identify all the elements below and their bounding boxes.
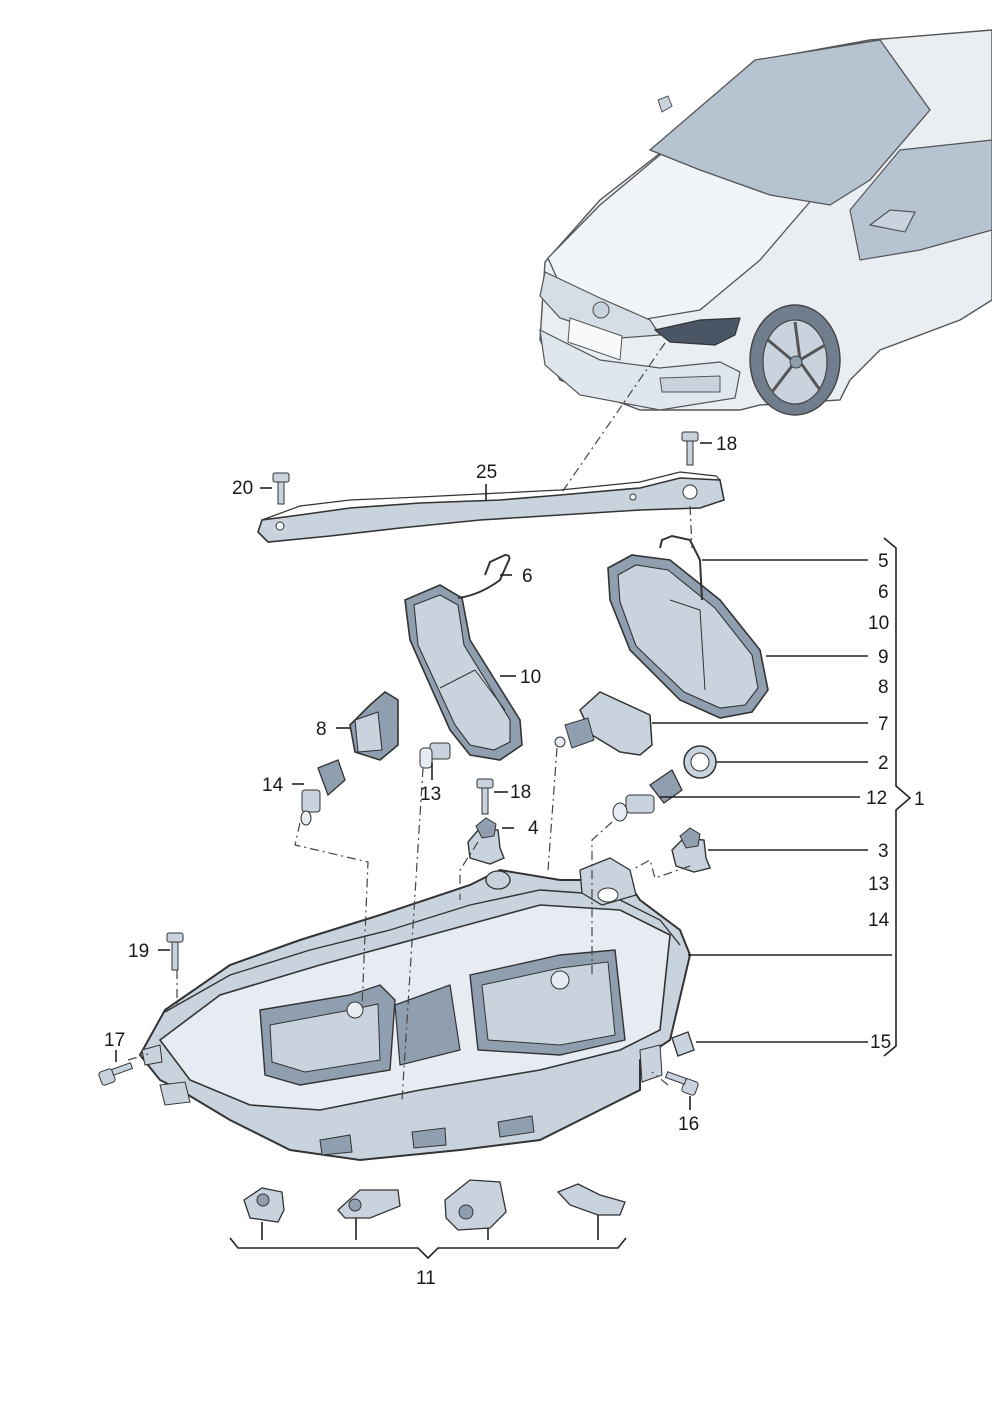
screw-part-17 xyxy=(98,1062,134,1086)
assembly-dashed-lines xyxy=(127,505,693,1101)
callout-13-right: 13 xyxy=(868,874,889,895)
callout-11: 11 xyxy=(416,1268,436,1289)
bulb-part-13 xyxy=(419,742,451,769)
callout-4: 4 xyxy=(528,818,539,839)
clip-part-5 xyxy=(659,534,703,601)
holder-part-8 xyxy=(349,691,399,761)
screw-part-19 xyxy=(166,932,184,971)
cover-cap-part-9 xyxy=(607,554,769,719)
callout-5: 5 xyxy=(878,551,889,572)
callout-3: 3 xyxy=(878,841,889,862)
callout-18-lower: 18 xyxy=(510,782,531,803)
callout-10-right: 10 xyxy=(868,613,889,634)
actuator-part-7 xyxy=(554,691,653,756)
callout-14-left: 14 xyxy=(262,775,284,796)
mount-part-4 xyxy=(467,817,505,865)
callout-labels: 25 18 20 6 10 8 14 13 18 4 7 2 12 3 19 1… xyxy=(104,434,925,1289)
callout-16: 16 xyxy=(678,1114,699,1135)
bulb-part-12 xyxy=(612,769,683,822)
callout-7: 7 xyxy=(878,714,889,735)
callout-20: 20 xyxy=(232,478,253,499)
bulb-part-14 xyxy=(300,759,346,826)
cover-cap-part-10 xyxy=(404,584,523,761)
kit-bracket-line xyxy=(229,1237,627,1260)
callout-10-left: 10 xyxy=(520,667,541,688)
retaining-ring-part-2 xyxy=(683,745,717,779)
leader-car-to-bracket xyxy=(559,342,666,496)
callout-13-left: 13 xyxy=(420,784,441,805)
screw-part-16 xyxy=(664,1071,699,1096)
bracket-part-25 xyxy=(257,471,725,543)
mount-part-3 xyxy=(671,827,711,873)
kit-leaders xyxy=(261,1215,599,1240)
callout-6-right: 6 xyxy=(878,582,889,603)
vehicle-front-illustration xyxy=(539,29,992,416)
callout-1: 1 xyxy=(914,789,925,810)
callout-8-left: 8 xyxy=(316,719,327,740)
screw-part-18-upper xyxy=(681,431,699,466)
callout-8-right: 8 xyxy=(878,677,889,698)
callout-17: 17 xyxy=(104,1030,125,1051)
callout-25: 25 xyxy=(476,462,497,483)
repair-kit-part-11 xyxy=(243,1179,626,1231)
clip-part-6-left xyxy=(457,553,511,599)
callout-15: 15 xyxy=(870,1032,891,1053)
callout-leaders xyxy=(115,442,912,1110)
headlight-assembly xyxy=(138,857,692,1162)
callout-19: 19 xyxy=(128,941,149,962)
callout-18-upper: 18 xyxy=(716,434,737,455)
callout-9: 9 xyxy=(878,647,889,668)
callout-12: 12 xyxy=(866,788,887,809)
screw-part-18-lower xyxy=(476,778,494,815)
screw-part-20 xyxy=(272,472,290,505)
clip-part-15 xyxy=(671,1031,695,1057)
callout-14-right: 14 xyxy=(868,910,890,931)
callout-2: 2 xyxy=(878,753,889,774)
callout-6-left: 6 xyxy=(522,566,533,587)
